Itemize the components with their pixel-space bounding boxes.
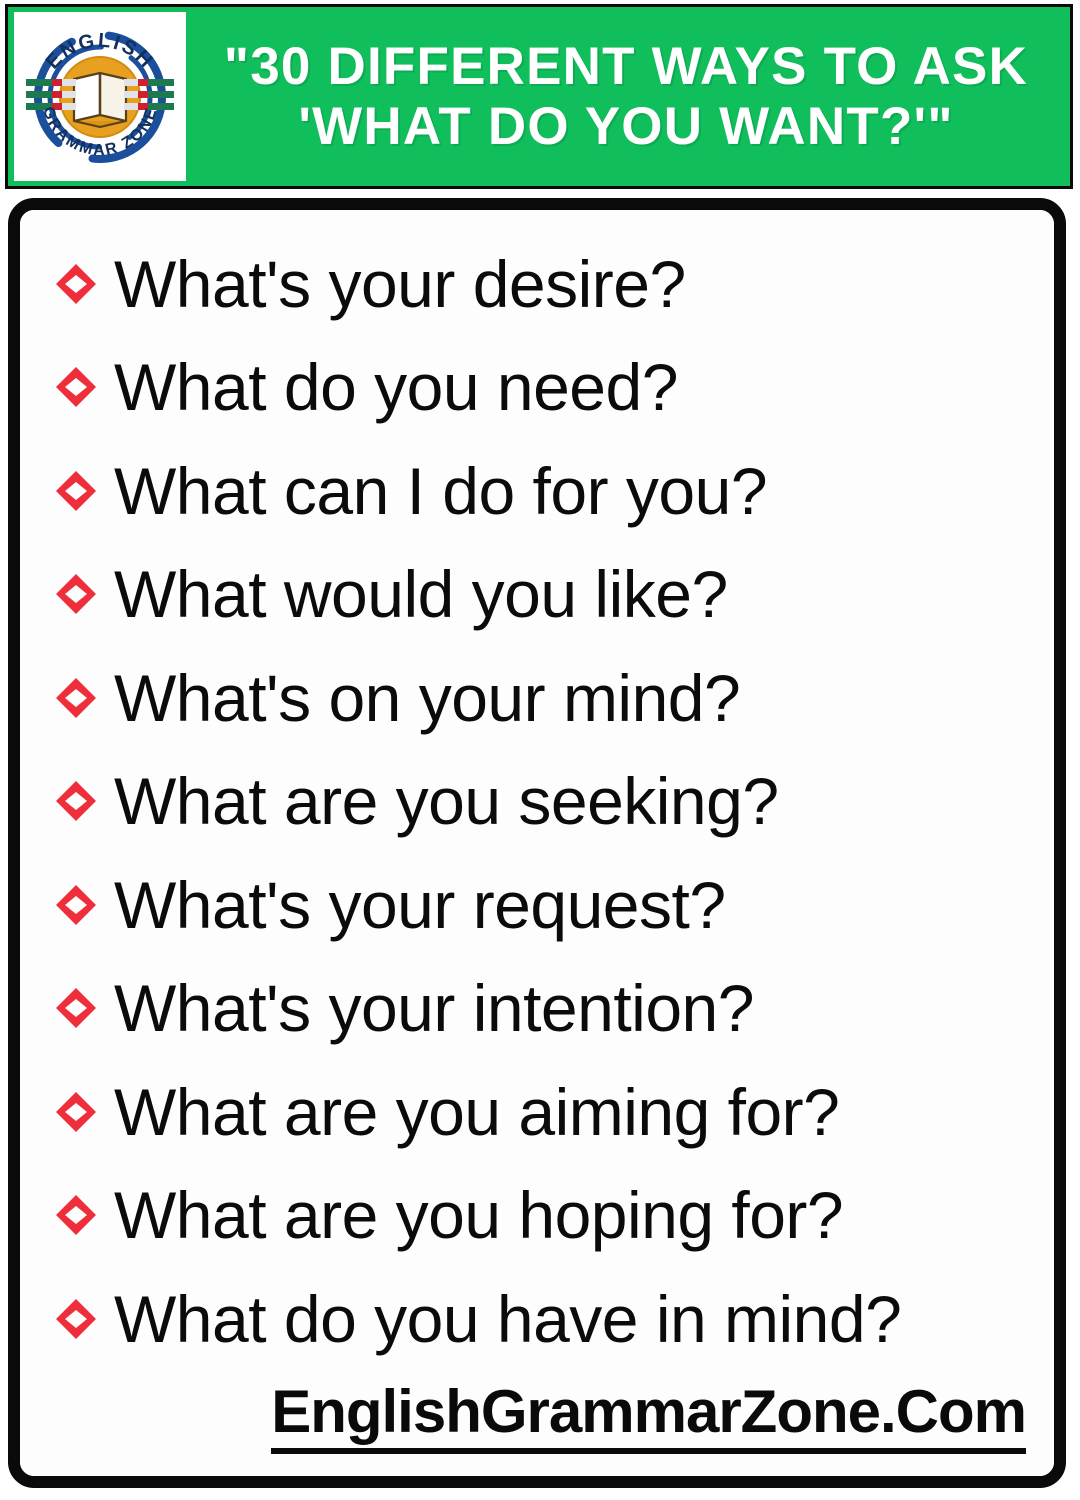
red-diamond-bullet-icon bbox=[56, 470, 96, 511]
list-item: What's your desire? bbox=[54, 232, 1040, 336]
header-bar: ENGLISH GRAMMAR ZONE "30 DIFFERENT WAYS … bbox=[5, 4, 1073, 189]
red-diamond-bullet-icon bbox=[56, 263, 96, 304]
logo-plate: ENGLISH GRAMMAR ZONE bbox=[14, 12, 186, 181]
list-item: What are you seeking? bbox=[54, 750, 1040, 854]
list-item-label: What's your desire? bbox=[114, 246, 686, 321]
list-item-label: What would you like? bbox=[114, 557, 728, 632]
list-item-label: What do you have in mind? bbox=[114, 1281, 902, 1356]
red-diamond-bullet-icon bbox=[56, 367, 96, 408]
red-diamond-bullet-icon bbox=[56, 884, 96, 925]
open-book-icon bbox=[72, 71, 128, 128]
list-item: What's your intention? bbox=[54, 957, 1040, 1061]
title-line-2: 'WHAT DO YOU WANT?'" bbox=[298, 96, 954, 156]
list-item: What are you hoping for? bbox=[54, 1164, 1040, 1268]
red-diamond-bullet-icon bbox=[56, 1091, 96, 1132]
list-item-label: What do you need? bbox=[114, 350, 678, 425]
list-item: What can I do for you? bbox=[54, 439, 1040, 543]
content-card: What's your desire? What do you need? What… bbox=[8, 198, 1066, 1488]
brand-logo: ENGLISH GRAMMAR ZONE bbox=[20, 17, 180, 177]
header-title: "30 DIFFERENT WAYS TO ASK 'WHAT DO YOU W… bbox=[186, 7, 1070, 186]
red-diamond-bullet-icon bbox=[56, 1298, 96, 1339]
list-item-label: What's your request? bbox=[114, 867, 726, 942]
logo-graphic: ENGLISH GRAMMAR ZONE bbox=[26, 29, 174, 163]
list-item: What do you need? bbox=[54, 336, 1040, 440]
list-item: What would you like? bbox=[54, 543, 1040, 647]
footer: EnglishGrammarZone.Com bbox=[20, 1377, 1027, 1454]
list-item-label: What can I do for you? bbox=[114, 453, 768, 528]
list-item: What do you have in mind? bbox=[54, 1267, 1040, 1371]
red-diamond-bullet-icon bbox=[56, 781, 96, 822]
list-item: What are you aiming for? bbox=[54, 1060, 1040, 1164]
list-item-label: What are you hoping for? bbox=[114, 1178, 844, 1253]
red-diamond-bullet-icon bbox=[56, 574, 96, 615]
content-card-inner: What's your desire? What do you need? What… bbox=[20, 210, 1054, 1476]
left-bars-icon bbox=[26, 78, 76, 110]
list-item-label: What's your intention? bbox=[114, 971, 754, 1046]
list-item-label: What's on your mind? bbox=[114, 660, 741, 735]
phrase-list: What's your desire? What do you need? What… bbox=[54, 232, 1040, 1371]
red-diamond-bullet-icon bbox=[56, 1195, 96, 1236]
list-item: What's on your mind? bbox=[54, 646, 1040, 750]
website-link[interactable]: EnglishGrammarZone.Com bbox=[271, 1377, 1027, 1454]
right-bars-icon bbox=[124, 78, 174, 110]
list-item-label: What are you aiming for? bbox=[114, 1074, 840, 1149]
list-item-label: What are you seeking? bbox=[114, 764, 779, 839]
title-line-1: "30 DIFFERENT WAYS TO ASK bbox=[223, 37, 1029, 97]
red-diamond-bullet-icon bbox=[56, 677, 96, 718]
red-diamond-bullet-icon bbox=[56, 988, 96, 1029]
list-item: What's your request? bbox=[54, 853, 1040, 957]
